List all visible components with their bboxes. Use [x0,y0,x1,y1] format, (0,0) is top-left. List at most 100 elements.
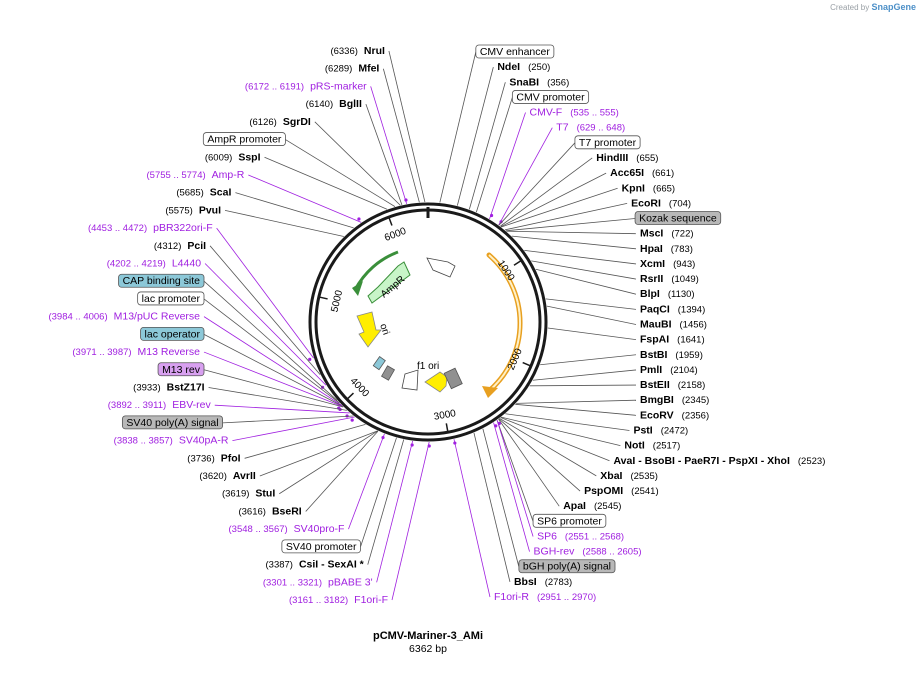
feature-box [518,559,616,574]
label-blpi: BlpI(1130) [640,288,695,300]
feature-name: AmpR promoter [207,134,282,146]
f1-ori-label: f1 ori [417,361,439,372]
label-sv40-promoter: SV40 promoter [281,539,361,554]
feature-box [574,135,641,150]
feature-name: M13 rev [162,364,201,376]
label-stui: StuI(3619) [222,488,275,500]
site-name: BseRI [272,505,302,517]
site-name: ScaI [210,187,232,199]
site-name: PaqCI [640,303,670,315]
feature-name: SV40 poly(A) signal [126,417,218,429]
label-paqci: PaqCI(1394) [640,303,705,315]
site-name: CsiI - SexAI * [299,559,365,571]
tick-3000 [445,423,449,433]
site-name: StuI [255,488,275,500]
primer-name: M13/pUC Reverse [114,311,201,323]
feature-box [157,362,205,377]
feature-name: Kozak sequence [639,213,717,225]
label-fspai: FspAI(1641) [640,334,705,346]
ampr-arrow [367,261,411,304]
site-name: PspOMI [584,485,623,497]
label-sgrdi: SgrDI(6126) [249,116,311,128]
tick-label-5000: 5000 [330,289,346,314]
primer-name: SP6 [537,530,557,542]
site-position: (6336) [330,46,357,57]
leader-m13-reverse [203,351,344,407]
feature-box [137,291,205,306]
site-name: SnaBI [509,76,539,88]
label-cmv-promoter: CMV promoter [511,90,590,104]
label-xbai: XbaI(2535) [600,470,658,482]
site-name: BstBI [640,349,668,361]
primer-mark-sv40pro-f [381,435,385,440]
leader-l4440 [204,263,327,386]
leader-sv40pro-f [348,433,385,530]
leader-lac-promoter [203,298,340,404]
leader-bglii [365,103,403,206]
primer-position: (3161 .. 3182) [289,595,348,606]
primer-name: F1ori-F [354,594,388,606]
label-bseri: BseRI(3616) [238,505,301,517]
leader-sp6-promoter [496,419,534,522]
plasmid-backbone [308,202,548,442]
leader-ampr-promoter [285,139,396,207]
leader-pfoi [244,424,366,459]
leader-cmv-enhancer [439,51,477,203]
label-bgh-poly-a-signal: bGH poly(A) signal [518,559,616,574]
feature-box [634,211,722,225]
leader-sv40pa-r [232,416,355,442]
label-noti: NotI(2517) [624,440,680,452]
leader-csii-sexai [367,439,405,565]
leader-hindiii [500,157,593,227]
label-apai: ApaI (2545) [563,500,621,512]
label-hpai: HpaI(783) [640,243,693,255]
leader-mfei [382,68,420,203]
label-pmli: PmlI(2104) [640,364,698,376]
plasmid-size: 6362 bp [409,643,447,655]
label-cmv-enhancer: CMV enhancer [475,44,555,59]
label-cmv-f: CMV-F(535 .. 555) [530,107,619,119]
label-m13-rev: M13 rev [157,362,205,377]
tick-5000 [318,296,328,300]
leader-f1ori-f [391,441,430,601]
site-position: (1049) [671,274,698,285]
site-name: PvuI [199,204,221,216]
primer-name: SV40pA-R [179,435,229,447]
site-name: SgrDI [283,116,311,128]
primer-mark-pbr322ori-f [308,357,312,361]
primer-position: (5755 .. 5774) [147,170,206,181]
site-position: (4312) [154,241,181,252]
feature-name: bGH poly(A) signal [523,561,611,573]
primer-position: (4202 .. 4219) [107,259,166,270]
leader-bmgbi [516,399,637,404]
site-position: (2545) [594,501,621,512]
leader-xcmi [524,249,637,265]
site-position: (250) [528,62,550,73]
leader-cmv-f [489,112,526,220]
site-name: SspI [238,151,260,163]
label-ndei: NdeI (250) [497,61,550,73]
primer-name: BGH-rev [534,546,576,558]
site-name: XcmI [640,258,665,270]
label-m13-reverse: M13 Reverse(3971 .. 3987) [72,346,200,358]
primer-name: L4440 [172,258,201,270]
label-pvui: PvuI(5575) [165,204,221,216]
primer-name: T7 [556,122,568,134]
site-name: ApaI [563,500,586,512]
label-amp-r: Amp-R(5755 .. 5774) [147,169,245,181]
leader-pbabe-3 [376,440,414,583]
leader-maubi [546,305,637,325]
site-name: HindIII [596,152,628,164]
snapgene-credit: Created by SnapGene [830,2,916,12]
site-name: HpaI [640,243,663,255]
feature-name: lac promoter [142,293,201,305]
site-name: NdeI [497,61,520,73]
label-lac-operator: lac operator [140,326,205,341]
primer-position: (3301 .. 3321) [263,577,322,588]
site-name: BbsI [514,576,537,588]
label-t7: T7(629 .. 648) [556,122,625,134]
leader-kpni [501,187,618,228]
site-position: (665) [653,183,675,194]
leader-ecorv [515,403,637,416]
